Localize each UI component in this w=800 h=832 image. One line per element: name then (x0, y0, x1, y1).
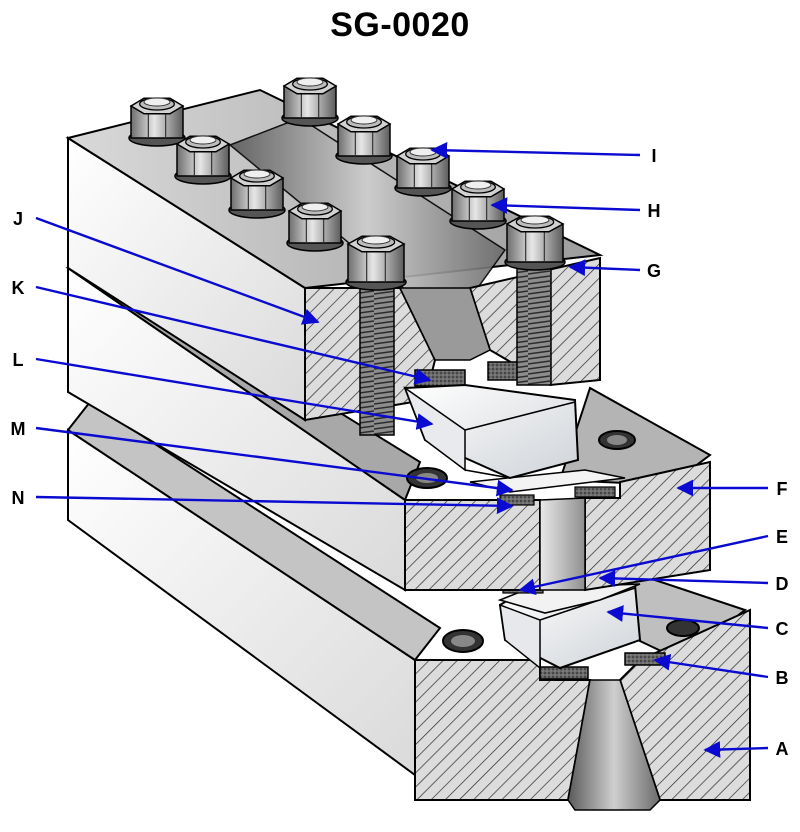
callout-f: F (676, 479, 788, 499)
label-i: I (651, 146, 656, 166)
bottom-block-top-left (66, 400, 442, 662)
label-f: F (777, 479, 788, 499)
bottom-block (66, 400, 751, 811)
nut-5 (228, 169, 286, 219)
upper-specimen (403, 383, 580, 480)
leader-i (430, 141, 641, 159)
callout-c: C (606, 605, 789, 639)
nut-3 (174, 135, 232, 185)
middle-pad-left (499, 494, 535, 506)
tall-nuts-group (345, 215, 566, 291)
label-e: E (776, 527, 788, 547)
bottom-block-groove (567, 679, 661, 811)
middle-block-groove (539, 497, 586, 591)
callout-b: B (653, 653, 789, 688)
callout-a: A (703, 739, 789, 759)
lower-pad-left (539, 666, 589, 680)
label-a: A (776, 739, 789, 759)
callout-h: H (490, 197, 661, 221)
bottom-block-section-left (414, 659, 592, 801)
label-l: L (13, 350, 24, 370)
label-b: B (776, 668, 789, 688)
callout-d: D (598, 570, 789, 594)
leader-l (35, 357, 434, 430)
nuts-group (128, 77, 507, 252)
middle-block-section-left (404, 499, 541, 591)
label-m: M (11, 419, 26, 439)
leader-j (35, 216, 320, 325)
lower-pad-right (624, 652, 666, 666)
right-long-bolt (516, 249, 552, 386)
callout-n: N (12, 488, 514, 515)
label-g: G (647, 261, 661, 281)
leader-m (35, 426, 514, 497)
nut-4 (335, 115, 393, 165)
leader-g (568, 259, 641, 277)
callout-m: M (11, 419, 514, 497)
leader-k (35, 285, 432, 385)
nut-8 (449, 180, 507, 230)
callout-e: E (518, 527, 788, 595)
nut-6 (394, 147, 452, 197)
label-j: J (13, 209, 23, 229)
middle-pad-right (574, 486, 616, 498)
label-c: C (776, 619, 789, 639)
tall-nut-left (345, 235, 407, 291)
callouts-group: A B C D E F G H I J K L M N (11, 141, 789, 759)
callout-j: J (13, 209, 320, 325)
bottom-block-bolt-hole-right (666, 619, 700, 637)
tall-nut-right (504, 215, 566, 271)
label-d: D (776, 574, 789, 594)
leader-a (703, 741, 769, 758)
label-h: H (648, 201, 661, 221)
leader-d (598, 570, 769, 587)
leader-n (35, 495, 514, 515)
diagram-title: SG-0020 (330, 6, 470, 44)
top-block-groove-inner (398, 287, 491, 361)
middle-block-bolt-hole-right-inner (607, 435, 627, 445)
bottom-block-bolt-hole-inner (451, 635, 475, 647)
nut-7 (286, 202, 344, 252)
callout-k: K (12, 278, 432, 385)
callout-l: L (13, 350, 434, 430)
nut-2 (281, 77, 339, 127)
leader-e (518, 534, 769, 595)
callout-g: G (568, 259, 661, 281)
label-n: N (12, 488, 25, 508)
callout-i: I (430, 141, 657, 166)
left-long-bolt (359, 269, 395, 436)
leader-b (653, 653, 769, 679)
label-k: K (12, 278, 25, 298)
leader-c (606, 605, 769, 630)
leader-h (490, 197, 641, 214)
nut-1 (128, 97, 186, 147)
